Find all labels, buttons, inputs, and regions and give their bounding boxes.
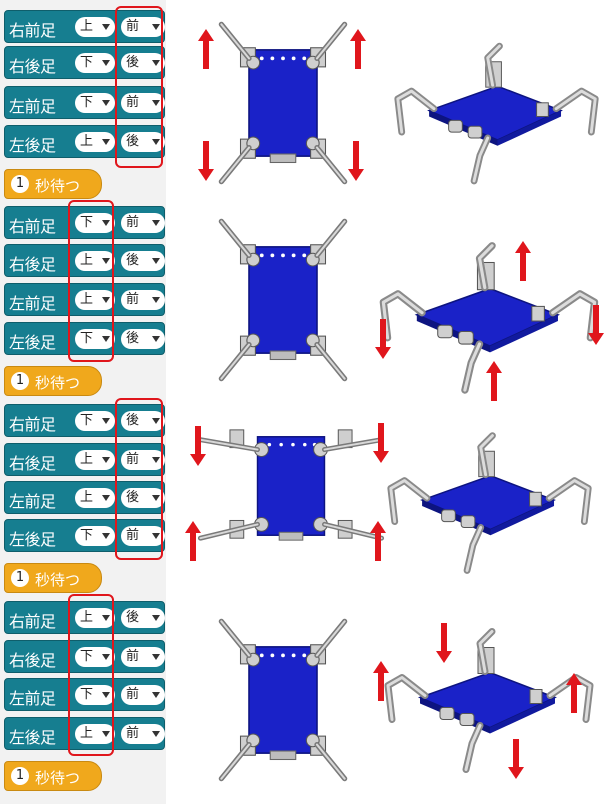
arrow-up-icon bbox=[185, 521, 201, 561]
arrow-up-icon bbox=[370, 521, 386, 561]
robot-iso-view bbox=[388, 632, 590, 770]
robot-iso-view bbox=[398, 46, 595, 181]
robot-top-view bbox=[221, 621, 344, 778]
arrow-down-icon bbox=[436, 623, 452, 663]
robot-top-view bbox=[221, 24, 344, 181]
arrow-down-icon bbox=[348, 141, 364, 181]
arrow-up-icon bbox=[198, 29, 214, 69]
robot-iso-view bbox=[383, 246, 594, 390]
arrow-up-icon bbox=[515, 241, 531, 281]
robot-top-view bbox=[221, 221, 344, 378]
arrow-down-icon bbox=[198, 141, 214, 181]
arrow-down-icon bbox=[190, 426, 206, 466]
robot-iso-view bbox=[391, 436, 588, 571]
arrow-up-icon bbox=[350, 29, 366, 69]
robot-top-view bbox=[200, 430, 381, 540]
arrow-up-icon bbox=[486, 361, 502, 401]
arrow-down-icon bbox=[508, 739, 524, 779]
